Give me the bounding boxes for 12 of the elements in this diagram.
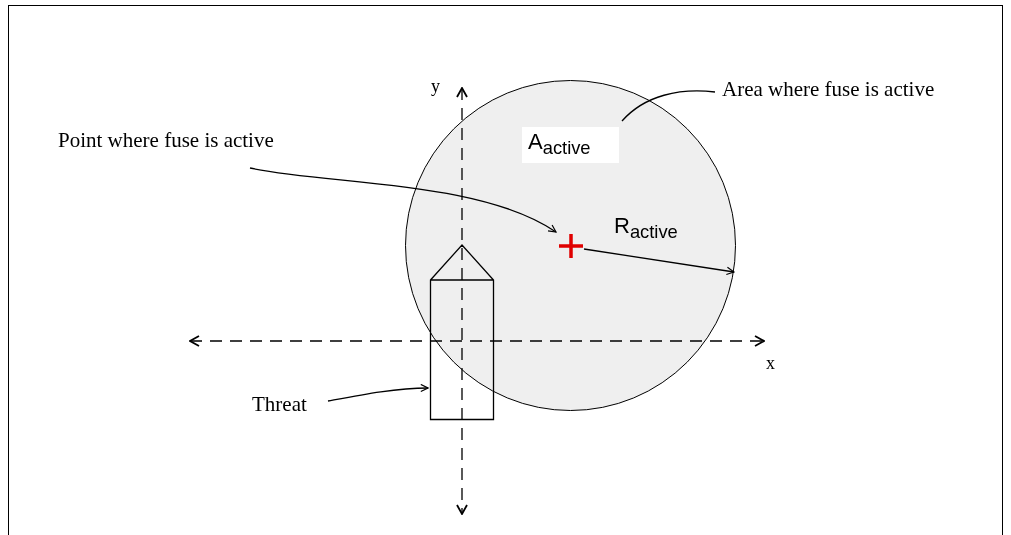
axis-label: x — [766, 353, 775, 374]
callout-text: Area where fuse is active — [722, 77, 935, 102]
edge-label: R$_{active}$ — [614, 213, 678, 244]
leader-line — [621, 90, 716, 122]
leader-line — [327, 383, 429, 402]
axis-label: y — [431, 76, 440, 97]
radius-arrow — [583, 248, 735, 276]
leader-line — [249, 167, 557, 233]
area-label: A$_{active}$ — [522, 127, 619, 164]
point-marker-icon — [558, 233, 584, 259]
callout-text: Point where fuse is active — [58, 128, 274, 153]
callout-text: Threat — [252, 392, 307, 417]
